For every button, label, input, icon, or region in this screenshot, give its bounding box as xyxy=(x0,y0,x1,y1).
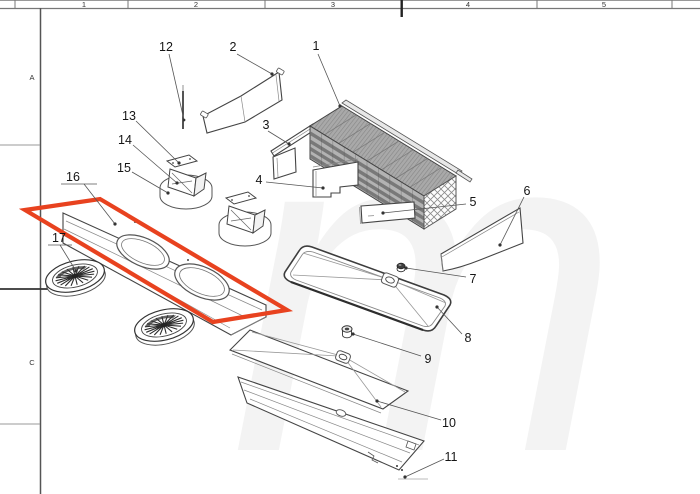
callout-6: 6 xyxy=(498,184,531,247)
part-3-side-rail xyxy=(270,123,317,180)
part-11-base-channel xyxy=(237,376,425,471)
part-10-mid-panel xyxy=(229,329,410,414)
callout-13-label: 13 xyxy=(122,109,136,123)
callout-4-label: 4 xyxy=(256,173,263,187)
callout-8: 8 xyxy=(435,305,472,345)
callout-6-label: 6 xyxy=(524,184,531,198)
callout-17: 17 xyxy=(48,231,78,273)
part-2-top-panel xyxy=(200,67,285,134)
callout-12: 12 xyxy=(159,40,186,122)
callout-13: 13 xyxy=(122,109,181,165)
drain-fitting xyxy=(380,272,400,288)
callout-14: 14 xyxy=(118,133,179,185)
part-6-side-panel xyxy=(440,207,524,272)
callout-9-label: 9 xyxy=(425,352,432,366)
part-16-louver-panel xyxy=(62,212,267,336)
ruler-col-4: 4 xyxy=(466,0,470,9)
callout-1-label: 1 xyxy=(313,39,320,53)
ruler-dividers xyxy=(14,0,673,8)
callout-16: 16 xyxy=(61,170,117,226)
callout-9: 9 xyxy=(351,332,432,366)
callouts: 1 2 3 4 5 6 7 8 xyxy=(48,39,531,479)
callout-7-label: 7 xyxy=(470,272,477,286)
callout-4: 4 xyxy=(256,173,325,190)
callout-16-label: 16 xyxy=(66,170,80,184)
callout-5: 5 xyxy=(381,195,477,215)
callout-14-label: 14 xyxy=(118,133,132,147)
callout-11-label: 11 xyxy=(445,450,458,464)
drain-fitting-2 xyxy=(335,350,351,364)
callout-17-label: 17 xyxy=(52,231,66,245)
ruler-col-5: 5 xyxy=(602,0,606,9)
zone-row-a: A xyxy=(29,73,34,82)
mount-assembly-1 xyxy=(159,154,213,210)
part-8-drain-pan xyxy=(283,245,452,332)
callout-2: 2 xyxy=(230,40,274,76)
center-fold-mark xyxy=(400,0,403,17)
callout-3: 3 xyxy=(263,118,291,146)
highlight-part-16 xyxy=(18,196,294,325)
callout-15-label: 15 xyxy=(117,161,131,175)
watermark-text: m xyxy=(230,25,622,494)
watermark: m xyxy=(230,25,622,494)
callout-2-label: 2 xyxy=(230,40,237,54)
part-7-drain-grommet xyxy=(396,262,406,273)
callout-10: 10 xyxy=(375,399,456,430)
ruler-col-2: 2 xyxy=(194,0,198,9)
ruler-col-3: 3 xyxy=(331,0,335,9)
ruler-col-1: 1 xyxy=(82,0,86,9)
callout-5-label: 5 xyxy=(470,195,477,209)
callout-10-label: 10 xyxy=(442,416,456,430)
callout-15: 15 xyxy=(117,161,170,195)
part-9-drain-grommet xyxy=(341,325,353,339)
callout-8-label: 8 xyxy=(465,331,472,345)
callout-1: 1 xyxy=(313,39,342,108)
callout-12-label: 12 xyxy=(159,40,173,54)
callout-11: 11 xyxy=(403,450,458,479)
callout-3-label: 3 xyxy=(263,118,270,132)
zone-row-c: C xyxy=(29,358,35,367)
callout-7: 7 xyxy=(404,266,477,286)
